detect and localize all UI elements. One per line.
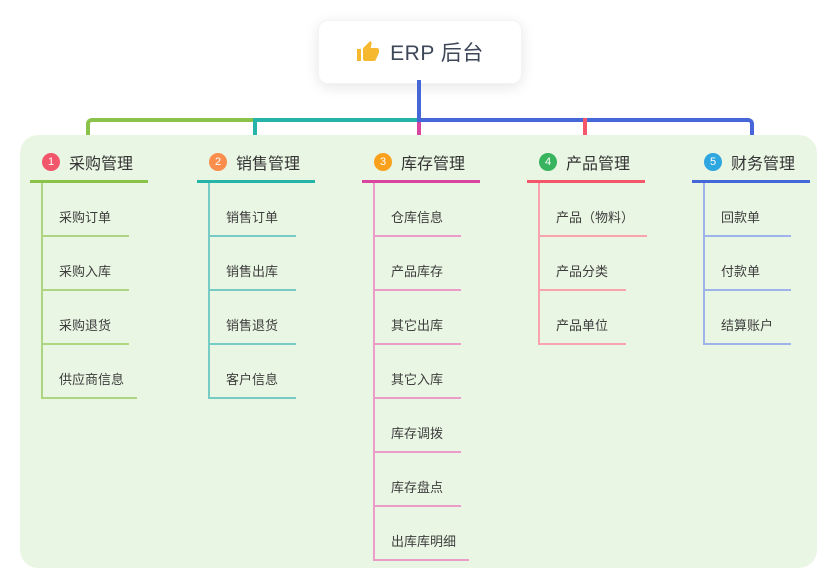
branch-number-badge: 4 — [539, 153, 557, 171]
branch-header[interactable]: 1 采购管理 — [30, 150, 148, 183]
branch-children: 销售订单销售出库销售退货客户信息 — [208, 183, 296, 399]
connector-bus-sales — [253, 118, 417, 146]
thumbs-up-icon — [356, 40, 380, 64]
root-title: ERP 后台 — [390, 42, 484, 65]
child-node[interactable]: 采购入库 — [43, 237, 129, 291]
branch-header[interactable]: 3 库存管理 — [362, 150, 480, 183]
child-node[interactable]: 产品单位 — [540, 291, 626, 345]
child-node[interactable]: 其它出库 — [375, 291, 461, 345]
branch-header[interactable]: 4 产品管理 — [527, 150, 645, 183]
branch-number-badge: 5 — [704, 153, 722, 171]
child-node[interactable]: 库存调拨 — [375, 399, 461, 453]
branch-sales: 2 销售管理 销售订单销售出库销售退货客户信息 — [197, 150, 315, 399]
branch-children: 仓库信息产品库存其它出库其它入库库存调拨库存盘点出库库明细 — [373, 183, 470, 561]
child-node[interactable]: 采购订单 — [43, 183, 129, 237]
child-node[interactable]: 客户信息 — [210, 345, 296, 399]
branch-number-badge: 1 — [42, 153, 60, 171]
child-node[interactable]: 销售出库 — [210, 237, 296, 291]
child-node[interactable]: 结算账户 — [705, 291, 791, 345]
branch-purchase: 1 采购管理 采购订单采购入库采购退货供应商信息 — [30, 150, 148, 399]
child-node[interactable]: 销售退货 — [210, 291, 296, 345]
child-node[interactable]: 库存盘点 — [375, 453, 461, 507]
branch-children: 回款单付款单结算账户 — [703, 183, 791, 345]
child-node[interactable]: 产品分类 — [540, 237, 626, 291]
branch-product: 4 产品管理 产品（物料）产品分类产品单位 — [527, 150, 648, 345]
branches-panel: 1 采购管理 采购订单采购入库采购退货供应商信息 2 销售管理 销售订单销售出库… — [20, 135, 817, 568]
child-node[interactable]: 销售订单 — [210, 183, 296, 237]
connector-root-vertical — [417, 80, 421, 122]
branch-header[interactable]: 5 财务管理 — [692, 150, 810, 183]
branch-number-badge: 2 — [209, 153, 227, 171]
branch-title: 采购管理 — [69, 156, 134, 173]
branch-inventory: 3 库存管理 仓库信息产品库存其它出库其它入库库存调拨库存盘点出库库明细 — [362, 150, 480, 561]
child-node[interactable]: 回款单 — [705, 183, 791, 237]
branch-title: 销售管理 — [236, 156, 301, 173]
child-node[interactable]: 付款单 — [705, 237, 791, 291]
branch-title: 财务管理 — [731, 156, 796, 173]
connector-drop-inventory — [417, 122, 421, 146]
connector-bus-purchase — [86, 118, 253, 146]
branch-children: 采购订单采购入库采购退货供应商信息 — [41, 183, 138, 399]
child-node[interactable]: 供应商信息 — [43, 345, 138, 399]
branch-title: 产品管理 — [566, 156, 631, 173]
connector-drop-product — [583, 118, 587, 146]
branch-children: 产品（物料）产品分类产品单位 — [538, 183, 648, 345]
child-node[interactable]: 其它入库 — [375, 345, 461, 399]
child-node[interactable]: 产品（物料） — [540, 183, 648, 237]
child-node[interactable]: 出库库明细 — [375, 507, 470, 561]
branch-header[interactable]: 2 销售管理 — [197, 150, 315, 183]
child-node[interactable]: 采购退货 — [43, 291, 129, 345]
branch-number-badge: 3 — [374, 153, 392, 171]
child-node[interactable]: 仓库信息 — [375, 183, 461, 237]
branch-title: 库存管理 — [401, 156, 466, 173]
root-node[interactable]: ERP 后台 — [318, 20, 522, 84]
child-node[interactable]: 产品库存 — [375, 237, 461, 291]
branch-finance: 5 财务管理 回款单付款单结算账户 — [692, 150, 810, 345]
